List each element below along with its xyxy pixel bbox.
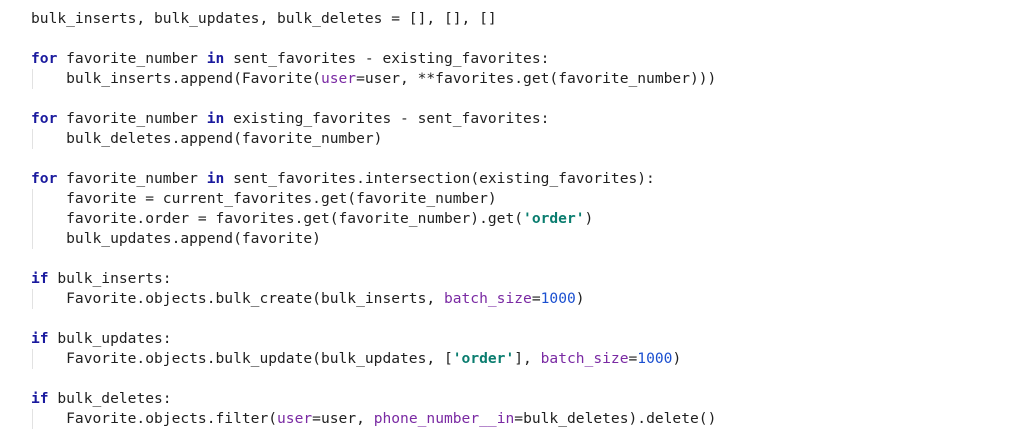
parameter-token: phone_number__in [373, 410, 515, 427]
code-line [31, 149, 716, 169]
code-block[interactable]: bulk_inserts, bulk_updates, bulk_deletes… [31, 9, 716, 429]
keyword-token: for [31, 170, 58, 187]
code-text: bulk_updates: [48, 330, 172, 347]
indent-guide [32, 289, 33, 309]
code-line: if bulk_inserts: [31, 269, 716, 289]
code-text: bulk_updates.append(favorite) [31, 230, 321, 247]
code-text: favorite = current_favorites.get(favorit… [31, 190, 497, 207]
indent-guide [32, 69, 33, 89]
code-text: bulk_inserts: [48, 270, 172, 287]
code-line [31, 309, 716, 329]
number-token: 1000 [637, 350, 673, 367]
code-line: bulk_inserts, bulk_updates, bulk_deletes… [31, 9, 716, 29]
keyword-token: in [206, 110, 225, 127]
parameter-token: user [320, 70, 357, 87]
code-text: Favorite.objects.bulk_update(bulk_update… [31, 350, 453, 367]
indent-guide [32, 409, 33, 429]
code-text: ) [575, 290, 585, 307]
string-token: 'order' [523, 210, 585, 227]
code-line: if bulk_deletes: [31, 389, 716, 409]
code-line [31, 29, 716, 49]
string-token: 'order' [452, 350, 515, 367]
code-line: Favorite.objects.bulk_update(bulk_update… [31, 349, 716, 369]
code-text: ) [672, 350, 682, 367]
code-line: bulk_inserts.append(Favorite(user=user, … [31, 69, 716, 89]
code-text: = [628, 350, 638, 367]
code-text: ], [514, 350, 541, 367]
code-line: for favorite_number in sent_favorites.in… [31, 169, 716, 189]
code-text: =bulk_deletes).delete() [514, 410, 717, 427]
parameter-token: batch_size [443, 290, 532, 307]
code-line: Favorite.objects.filter(user=user, phone… [31, 409, 716, 429]
code-text: bulk_deletes.append(favorite_number) [31, 130, 383, 147]
code-text: bulk_inserts, bulk_updates, bulk_deletes… [31, 10, 497, 27]
code-text: favorite_number [57, 170, 207, 187]
code-line: bulk_deletes.append(favorite_number) [31, 129, 716, 149]
code-line: bulk_updates.append(favorite) [31, 229, 716, 249]
code-text: = [531, 290, 541, 307]
code-line [31, 89, 716, 109]
keyword-token: if [31, 270, 49, 287]
keyword-token: if [31, 330, 49, 347]
code-line: Favorite.objects.bulk_create(bulk_insert… [31, 289, 716, 309]
indent-guide [32, 349, 33, 369]
code-text: favorite_number [57, 110, 207, 127]
code-text: Favorite.objects.bulk_create(bulk_insert… [31, 290, 444, 307]
keyword-token: in [206, 50, 225, 67]
code-line [31, 369, 716, 389]
code-text: sent_favorites.intersection(existing_fav… [224, 170, 655, 187]
code-text: existing_favorites - sent_favorites: [224, 110, 550, 127]
code-text: favorite_number [57, 50, 207, 67]
indent-guide [32, 189, 33, 209]
code-text: =user, [312, 410, 374, 427]
code-line: favorite.order = favorites.get(favorite_… [31, 209, 716, 229]
code-text: bulk_deletes: [48, 390, 172, 407]
keyword-token: in [206, 170, 225, 187]
parameter-token: user [277, 410, 313, 427]
code-line: for favorite_number in sent_favorites - … [31, 49, 716, 69]
code-text: ) [584, 210, 594, 227]
code-text: bulk_inserts.append(Favorite( [31, 70, 321, 87]
code-text: =user, **favorites.get(favorite_number))… [356, 70, 717, 87]
code-line: favorite = current_favorites.get(favorit… [31, 189, 716, 209]
code-text: sent_favorites - existing_favorites: [224, 50, 550, 67]
indent-guide [32, 229, 33, 249]
code-line: if bulk_updates: [31, 329, 716, 349]
indent-guide [32, 129, 33, 149]
code-line [31, 249, 716, 269]
code-text: Favorite.objects.filter( [31, 410, 278, 427]
keyword-token: if [31, 390, 49, 407]
code-text: favorite.order = favorites.get(favorite_… [31, 210, 524, 227]
parameter-token: batch_size [540, 350, 629, 367]
indent-guide [32, 209, 33, 229]
number-token: 1000 [540, 290, 576, 307]
keyword-token: for [31, 110, 58, 127]
keyword-token: for [31, 50, 58, 67]
code-line: for favorite_number in existing_favorite… [31, 109, 716, 129]
